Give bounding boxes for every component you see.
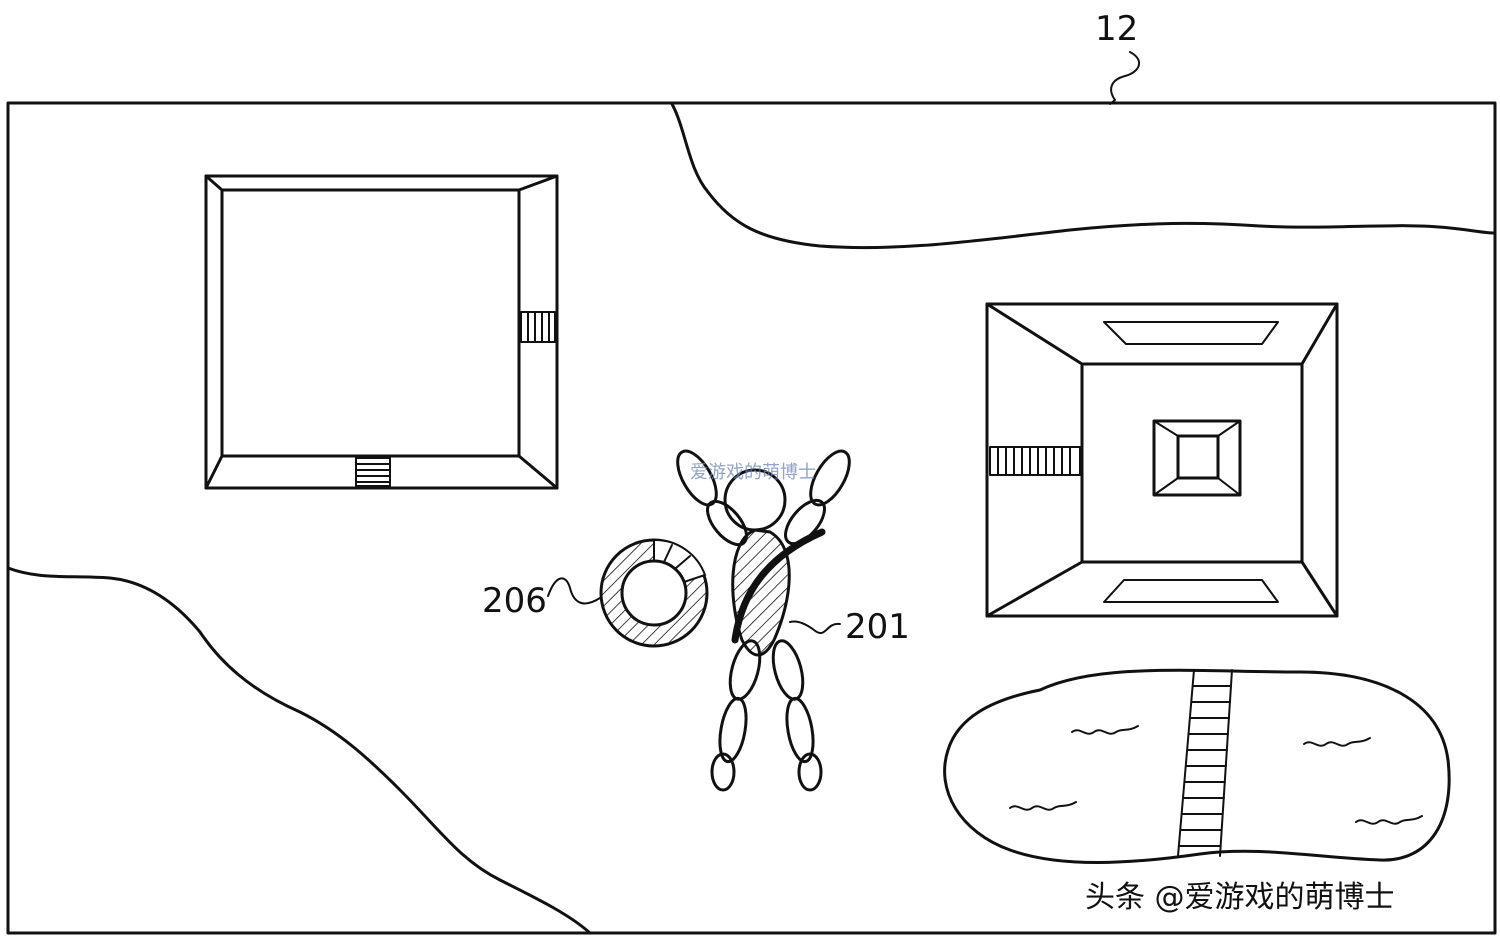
ring-item (599, 538, 709, 648)
building-left (204, 174, 559, 490)
character-reference-leader (789, 620, 841, 634)
ring-item-reference-label: 206 (482, 581, 547, 621)
display-reference-leader (1109, 51, 1140, 105)
pond (943, 668, 1451, 864)
player-character (676, 449, 851, 792)
platform-watermark: 头条 @爱游戏的萌博士 (1085, 880, 1395, 915)
ring-item-leader (547, 577, 601, 605)
terrain-boundary-top (670, 102, 1496, 250)
display-reference-label: 12 (1095, 9, 1138, 49)
character-reference-label: 201 (845, 607, 910, 647)
building-right (985, 302, 1339, 618)
terrain-boundary-left (6, 566, 592, 935)
faint-watermark: 爱游戏的萌博士 (690, 462, 816, 483)
screen-frame (6, 101, 1497, 935)
